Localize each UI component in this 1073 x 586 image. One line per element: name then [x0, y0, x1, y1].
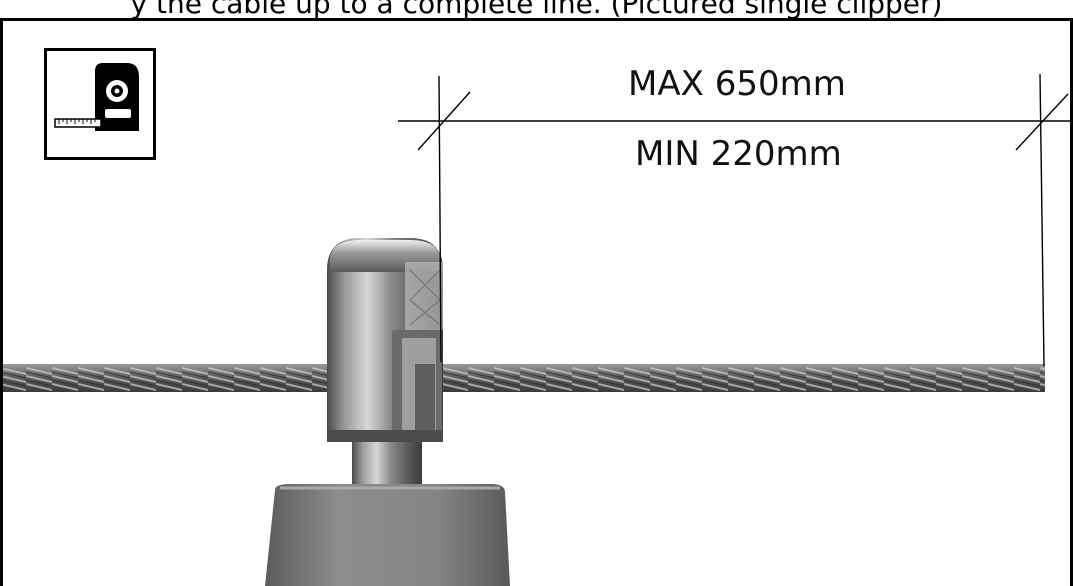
min-distance-label: MIN 220mm [635, 134, 842, 174]
max-distance-label: MAX 650mm [628, 64, 846, 104]
steel-cable [3, 364, 1045, 392]
diagram-frame [0, 18, 1073, 586]
cable-clipper [327, 238, 443, 442]
tape-measure-icon [44, 48, 156, 160]
caption-text: y the cable up to a complete line. (Pict… [130, 0, 943, 20]
post-base [265, 430, 510, 586]
dimension-lines [398, 73, 1073, 367]
